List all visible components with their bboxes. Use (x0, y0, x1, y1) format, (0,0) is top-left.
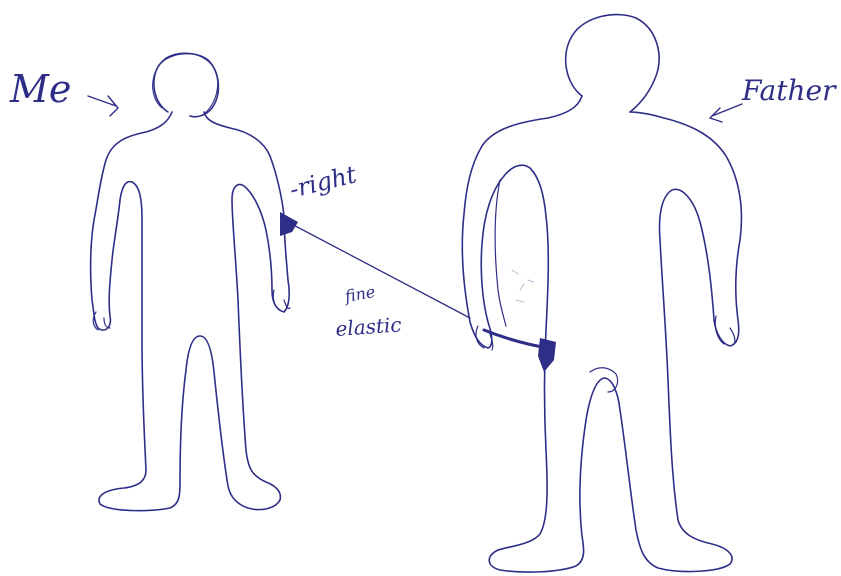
father-figure (462, 15, 741, 573)
father-faint-marks (512, 270, 534, 302)
me-arrow (88, 96, 118, 116)
father-arrow (710, 104, 742, 122)
label-right: -right (287, 160, 360, 204)
father-right-hand (715, 316, 735, 344)
elastic-line (284, 220, 470, 318)
me-body-outline (91, 112, 290, 511)
label-father: Father (741, 74, 837, 107)
father-left-arm-inner (495, 180, 506, 326)
label-me: Me (9, 67, 71, 111)
father-body-outline (462, 96, 741, 572)
elastic-band (280, 212, 556, 372)
label-fine: fine (342, 282, 376, 306)
me-figure (91, 53, 290, 511)
elastic-lower-band (484, 330, 548, 348)
label-elastic: elastic (335, 312, 403, 341)
me-head (154, 54, 219, 117)
father-head (566, 15, 659, 112)
elastic-knot-father (538, 338, 556, 372)
elastic-knot-me (280, 212, 298, 236)
